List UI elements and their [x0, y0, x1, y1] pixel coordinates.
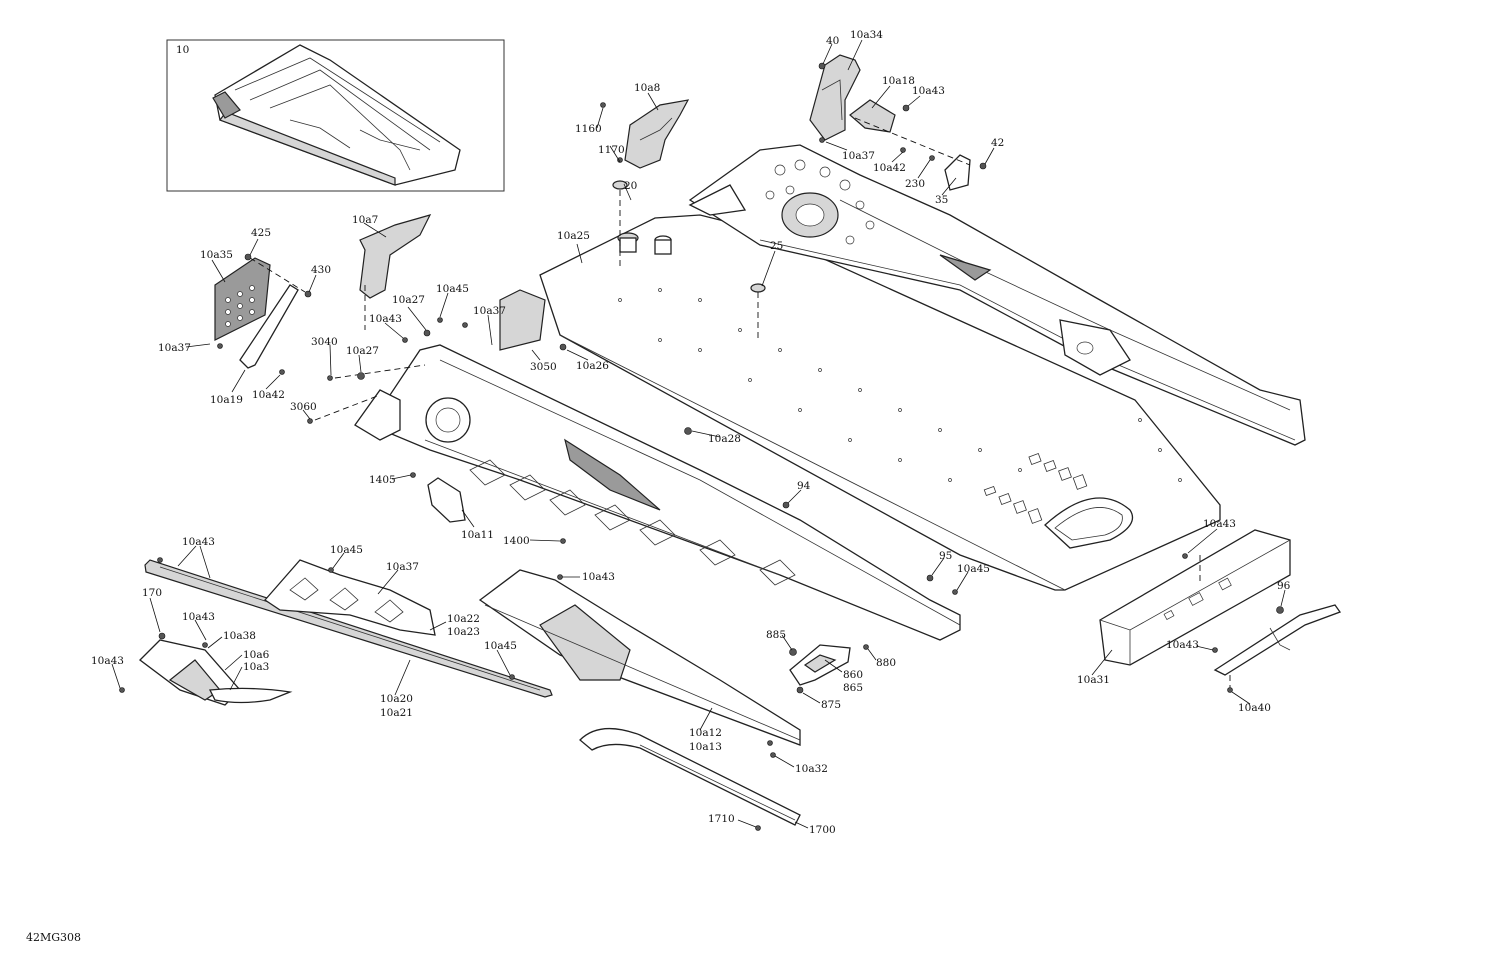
- callout-10a19: 10a19: [210, 394, 243, 406]
- callout-10a37-left: 10a37: [158, 342, 191, 354]
- callout-1160: 1160: [575, 123, 602, 135]
- bracket-10a18: [849, 99, 896, 133]
- callout-10a43-e: 10a43: [582, 571, 615, 583]
- callout-20: 20: [624, 180, 637, 192]
- callout-labels: 10 40 10a34 10a18 10a43 10a37 10a42 42 2…: [91, 29, 1291, 836]
- callout-10a3: 10a3: [243, 661, 269, 673]
- panel-10a35: [214, 257, 271, 341]
- callout-3040: 3040: [311, 336, 338, 348]
- callout-10a27-b: 10a27: [346, 345, 379, 357]
- callout-880: 880: [876, 657, 896, 669]
- bar-10a40: [1213, 604, 1342, 676]
- callout-10a37-c: 10a37: [386, 561, 419, 573]
- callout-10a43-b: 10a43: [182, 536, 215, 548]
- tunnel-top-plate: [539, 214, 1221, 591]
- callout-1710: 1710: [708, 813, 735, 825]
- bracket-10a7: [359, 214, 432, 299]
- callout-10a6: 10a6: [243, 649, 270, 661]
- bar-1700: [579, 727, 801, 826]
- callout-10a28: 10a28: [708, 433, 741, 445]
- callout-10a11: 10a11: [461, 529, 494, 541]
- bracket-10a6-10a3: [208, 687, 293, 704]
- callout-10a23: 10a23: [447, 626, 480, 638]
- callout-10a43-a: 10a43: [369, 313, 402, 325]
- callout-10a35: 10a35: [200, 249, 233, 261]
- callout-230: 230: [905, 178, 925, 190]
- callout-40: 40: [826, 35, 839, 47]
- callout-10a43: 10a43: [912, 85, 945, 97]
- assembly-lines: [249, 117, 1231, 690]
- callout-10a45-a: 10a45: [436, 283, 469, 295]
- callout-10a45-d: 10a45: [957, 563, 990, 575]
- callout-430: 430: [311, 264, 331, 276]
- callout-10a43-g: 10a43: [1166, 639, 1199, 651]
- callout-25: 25: [770, 240, 783, 252]
- callout-10a20: 10a20: [380, 693, 413, 705]
- callout-35: 35: [935, 194, 948, 206]
- bracket-10a11: [427, 477, 466, 523]
- inset-label: 10: [176, 44, 189, 56]
- bracket-860-865: [789, 644, 851, 686]
- callout-3050: 3050: [530, 361, 557, 373]
- left-side-rail: [354, 289, 961, 641]
- callout-875: 875: [821, 699, 841, 711]
- callout-170: 170: [142, 587, 162, 599]
- bracket-10a22-10a23: [264, 559, 436, 636]
- callout-10a37: 10a37: [842, 150, 875, 162]
- callout-1405: 1405: [369, 474, 396, 486]
- callout-10a27-a: 10a27: [392, 294, 425, 306]
- callout-860: 860: [843, 669, 863, 681]
- bracket-10a34: [809, 54, 861, 141]
- callout-1400: 1400: [503, 535, 530, 547]
- inset-assembly-view: [166, 39, 505, 192]
- callout-1700: 1700: [809, 824, 836, 836]
- bar-10a19: [239, 284, 299, 369]
- callout-1170: 1170: [598, 144, 625, 156]
- callout-94: 94: [797, 480, 811, 492]
- callout-10a42-left: 10a42: [252, 389, 285, 401]
- crossmember-10a31: [1099, 529, 1291, 666]
- callout-10a12: 10a12: [689, 727, 722, 739]
- callout-95: 95: [939, 550, 952, 562]
- callout-10a45-b: 10a45: [330, 544, 363, 556]
- rail-10a12-10a13: [478, 569, 801, 746]
- callout-10a43-c: 10a43: [182, 611, 215, 623]
- fasteners: [119, 62, 1284, 831]
- callout-10a13: 10a13: [689, 741, 722, 753]
- callout-10a31: 10a31: [1077, 674, 1110, 686]
- callout-42: 42: [991, 137, 1004, 149]
- callout-10a18: 10a18: [882, 75, 915, 87]
- bar-10a20-10a21: [144, 559, 553, 698]
- callout-10a43-f: 10a43: [1203, 518, 1236, 530]
- callout-10a25: 10a25: [557, 230, 590, 242]
- callout-10a37-mid: 10a37: [473, 305, 506, 317]
- callout-10a22: 10a22: [447, 613, 480, 625]
- callout-885: 885: [766, 629, 786, 641]
- callout-425: 425: [251, 227, 271, 239]
- callout-10a26: 10a26: [576, 360, 609, 372]
- callout-10a8: 10a8: [634, 82, 660, 94]
- callout-10a42: 10a42: [873, 162, 906, 174]
- callout-96: 96: [1277, 580, 1291, 592]
- callout-10a21: 10a21: [380, 707, 413, 719]
- callout-10a43-d: 10a43: [91, 655, 124, 667]
- leader-lines: [111, 39, 1286, 829]
- bracket-10a8: [624, 99, 690, 169]
- callout-3060: 3060: [290, 401, 317, 413]
- callout-10a32: 10a32: [795, 763, 828, 775]
- callout-865: 865: [843, 682, 863, 694]
- callout-10a7: 10a7: [352, 214, 378, 226]
- drawing-id: 42MG308: [26, 931, 82, 944]
- callout-10a40: 10a40: [1238, 702, 1271, 714]
- callout-10a45-c: 10a45: [484, 640, 517, 652]
- callout-10a38: 10a38: [223, 630, 256, 642]
- callout-10a34: 10a34: [850, 29, 883, 41]
- right-side-rail: [688, 144, 1306, 446]
